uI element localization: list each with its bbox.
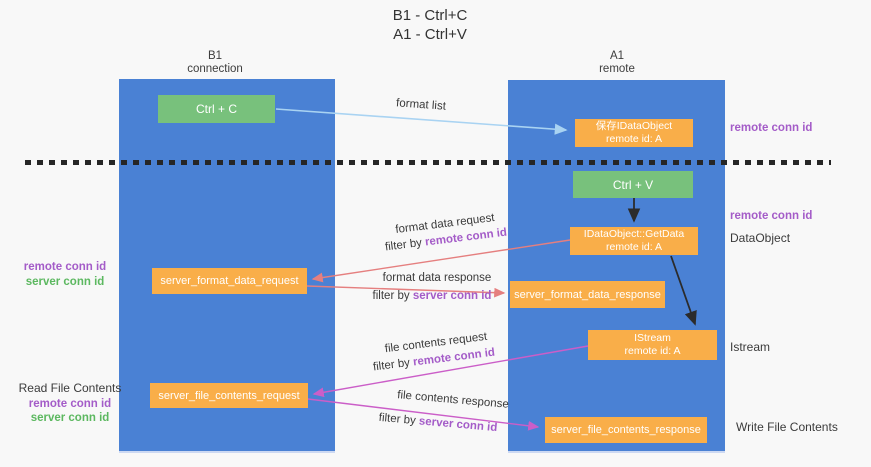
node-ctrl-v-label: Ctrl + V xyxy=(612,177,654,192)
lane-a1-subtitle: remote xyxy=(599,63,635,75)
label-format-data-response: format data response xyxy=(382,272,492,284)
label-remote-conn-id-top-right: remote conn id xyxy=(730,122,813,134)
label-file-contents-response: file contents response xyxy=(396,389,510,411)
label-filter-by-server-conn-id-1: filter by server conn id xyxy=(362,290,502,302)
label-remote-conn-id-left-2: remote conn id xyxy=(28,398,112,410)
label-istream: Istream xyxy=(730,340,771,354)
label-remote-conn-id-left-1: remote conn id xyxy=(23,261,107,273)
node-save-idataobject-line2: remote id: A xyxy=(605,133,663,145)
filter-by-text: filter by xyxy=(384,237,423,254)
lane-header-a1: A1 remote xyxy=(547,50,687,76)
label-write-file-contents: Write File Contents xyxy=(736,420,838,434)
label-read-file-contents: Read File Contents xyxy=(18,381,122,395)
lane-b1-name: B1 xyxy=(207,50,223,62)
lane-b1-subtitle: connection xyxy=(187,63,243,75)
label-dataobject: DataObject xyxy=(730,231,791,245)
title-line-1: B1 - Ctrl+C xyxy=(392,7,468,24)
node-ctrl-v: Ctrl + V xyxy=(573,171,693,198)
node-istream-line1: IStream xyxy=(634,332,671,344)
label-conn-id-pair-2: remote conn id server conn id xyxy=(15,397,125,425)
node-format-request-label: server_format_data_request xyxy=(160,275,299,287)
node-server-format-data-request: server_format_data_request xyxy=(152,268,307,294)
label-server-conn-id-left-1: server conn id xyxy=(25,276,105,288)
node-server-file-contents-response: server_file_contents_response xyxy=(545,417,707,443)
lane-header-b1: B1 connection xyxy=(145,50,285,76)
label-server-conn-id-left-2: server conn id xyxy=(30,412,110,424)
filter-by-text: filter by xyxy=(372,357,411,374)
node-file-response-label: server_file_contents_response xyxy=(551,424,701,436)
server-conn-id-text: server conn id xyxy=(418,415,498,435)
label-conn-id-pair-1: remote conn id server conn id xyxy=(10,260,120,290)
node-ctrl-c-label: Ctrl + C xyxy=(195,102,237,116)
node-save-idataobject-line1: 保存IDataObject xyxy=(595,120,673,132)
node-ctrl-c: Ctrl + C xyxy=(158,95,275,123)
title-line-2: A1 - Ctrl+V xyxy=(393,26,467,43)
filter-by-text: filter by xyxy=(378,411,417,428)
node-istream: IStream remote id: A xyxy=(588,330,717,360)
node-istream-line2: remote id: A xyxy=(624,345,681,357)
label-format-list: format list xyxy=(395,97,447,113)
node-getdata-line1: IDataObject::GetData xyxy=(583,228,685,240)
node-idataobject-getdata: IDataObject::GetData remote id: A xyxy=(570,227,698,255)
label-filter-by-server-conn-id-2: filter by server conn id xyxy=(368,411,509,435)
node-save-idataobject: 保存IDataObject remote id: A xyxy=(575,119,693,147)
node-format-response-label: server_format_data_response xyxy=(514,288,661,301)
node-file-request-label: server_file_contents_request xyxy=(158,389,300,402)
filter-by-text: filter by xyxy=(372,290,410,302)
label-remote-conn-id-mid-right: remote conn id xyxy=(730,210,813,222)
node-getdata-line2: remote id: A xyxy=(605,241,663,253)
server-conn-id-text: server conn id xyxy=(412,290,492,302)
lane-a1-name: A1 xyxy=(609,50,625,62)
node-server-file-contents-request: server_file_contents_request xyxy=(150,383,308,408)
node-server-format-data-response: server_format_data_response xyxy=(510,281,665,308)
diagram-title: B1 - Ctrl+C A1 - Ctrl+V xyxy=(295,6,565,44)
session-divider-dashed-line xyxy=(25,160,831,165)
